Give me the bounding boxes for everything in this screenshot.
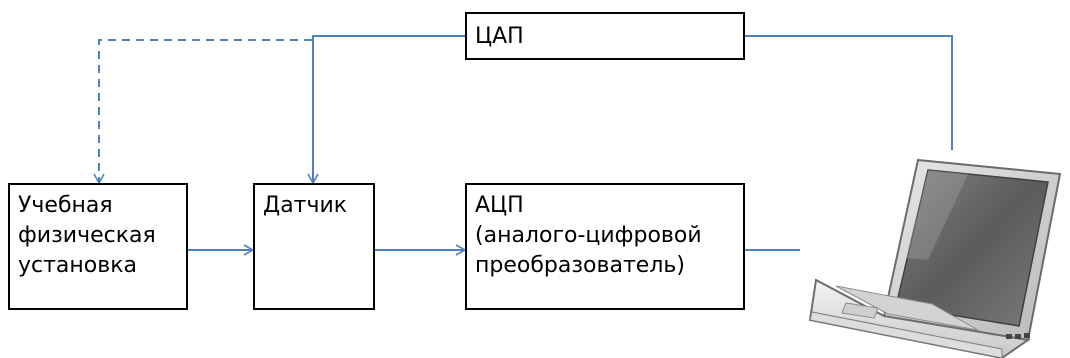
dac-box: ЦАП [465,12,745,60]
dashed-control-line [93,39,312,185]
sensor-box: Датчик [253,183,375,310]
laptop-to-dac-line [745,35,953,150]
laptop-icon [808,158,1062,358]
adc-box: АЦП (аналого-цифровой преобразователь) [465,183,745,310]
trainer-box: Учебная физическая установка [8,183,188,310]
dac-to-sensor-line [307,35,465,185]
